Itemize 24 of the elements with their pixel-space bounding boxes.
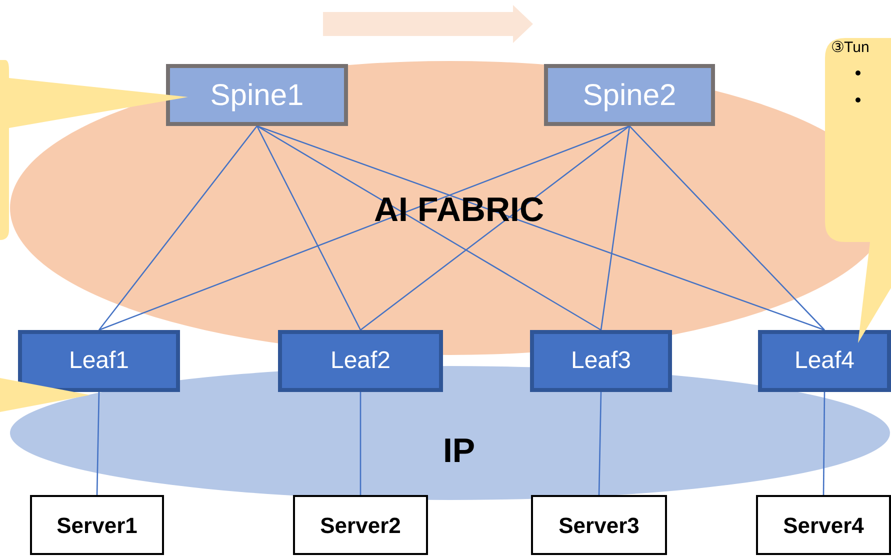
leaf-switch-box: Leaf1 <box>18 330 180 392</box>
server-box: Server2 <box>293 495 428 555</box>
spine-switch-box: Spine2 <box>544 64 715 126</box>
link-line <box>256 125 602 331</box>
leaf-switch-box: Leaf4 <box>758 330 891 392</box>
leaf-switch-box: Leaf3 <box>530 330 672 392</box>
link-line <box>256 126 362 330</box>
server-box: Server1 <box>30 495 164 555</box>
callout-text: ③Tun <box>831 39 870 57</box>
link-line <box>360 125 630 331</box>
link-line <box>98 125 630 331</box>
link-line <box>360 392 362 495</box>
link-line <box>98 126 258 330</box>
link-line <box>256 125 825 331</box>
region-label: IP <box>442 434 476 468</box>
link-line <box>822 392 826 495</box>
link-line <box>96 392 100 496</box>
link-line <box>598 392 602 496</box>
link-line <box>629 126 825 330</box>
link-line <box>600 126 630 330</box>
spine-switch-box: Spine1 <box>166 64 348 126</box>
server-box: Server4 <box>756 495 891 555</box>
leaf-switch-box: Leaf2 <box>278 330 443 392</box>
server-box: Server3 <box>531 495 667 555</box>
